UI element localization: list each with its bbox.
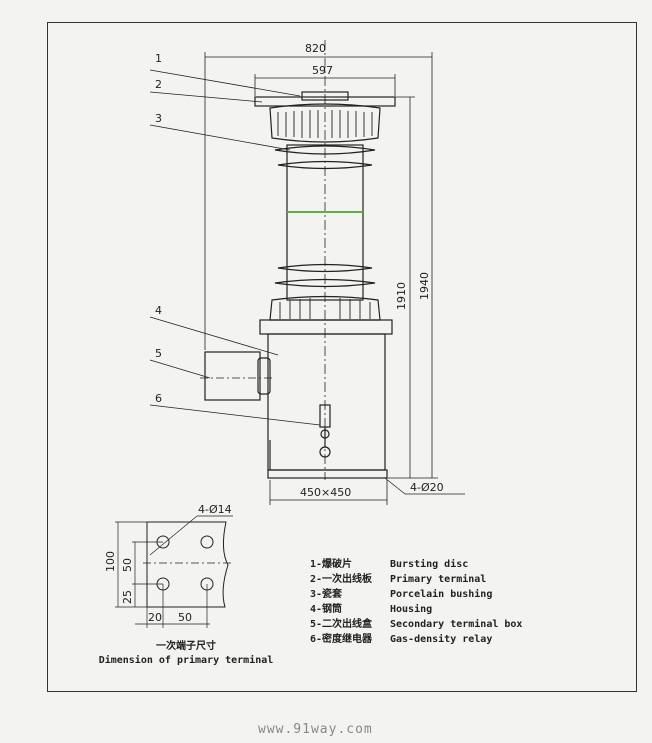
ring-ribs-top <box>277 110 373 138</box>
caption-zh: 一次端子尺寸 <box>156 641 216 652</box>
callout-leaders <box>149 69 321 426</box>
legend-en: Housing <box>390 604 433 615</box>
dim-terminal-100: 100 <box>104 551 117 572</box>
secondary-terminal-box <box>204 351 261 401</box>
legend-en: Secondary terminal box <box>390 619 523 630</box>
legend-zh: 4-钢筒 <box>310 604 343 615</box>
dim-597: 597 <box>312 64 333 77</box>
dim-1910: 1910 <box>395 282 408 310</box>
dim-base: 450×450 <box>300 486 351 499</box>
legend-item: 3-瓷套 Porcelain bushing <box>310 587 522 602</box>
callout-5: 5 <box>155 347 162 360</box>
terminal-caption: 一次端子尺寸 Dimension of primary terminal <box>96 640 276 668</box>
base-plate <box>267 469 388 479</box>
legend-item: 2-一次出线板 Primary terminal <box>310 572 522 587</box>
drawing-frame <box>47 22 637 692</box>
legend-item: 6-密度继电器 Gas-density relay <box>310 632 522 647</box>
ring-ribs-bottom <box>279 298 371 319</box>
box-cover <box>257 357 271 395</box>
legend-item: 5-二次出线盒 Secondary terminal box <box>310 617 522 632</box>
legend-en: Porcelain bushing <box>390 589 493 600</box>
housing <box>267 333 386 471</box>
watermark: www.91way.com <box>258 722 373 737</box>
legend-zh: 2-一次出线板 <box>310 574 373 585</box>
legend-item: 4-钢筒 Housing <box>310 602 522 617</box>
callout-1: 1 <box>155 52 162 65</box>
dim-terminal-50h: 50 <box>178 611 192 624</box>
corona-ring-bottom <box>269 295 381 321</box>
caption-en: Dimension of primary terminal <box>98 655 274 666</box>
flange <box>259 319 393 335</box>
legend-zh: 6-密度继电器 <box>310 634 373 645</box>
porcelain-sheds <box>274 145 376 288</box>
legend-zh: 5-二次出线盒 <box>310 619 373 630</box>
callout-4: 4 <box>155 304 162 317</box>
porcelain-bushing <box>286 144 364 301</box>
corona-ring-top <box>269 103 381 143</box>
dim-terminal-20: 20 <box>148 611 162 624</box>
dim-820: 820 <box>305 42 326 55</box>
legend-en: Primary terminal <box>390 574 487 585</box>
gas-density-relay <box>319 404 331 458</box>
bursting-disc <box>301 91 349 101</box>
legend-zh: 3-瓷套 <box>310 589 343 600</box>
callout-6: 6 <box>155 392 162 405</box>
dim-terminal-holes: 4-Ø14 <box>198 503 232 516</box>
legend-item: 1-爆破片 Bursting disc <box>310 557 522 572</box>
dimension-lines <box>204 52 465 505</box>
callout-2: 2 <box>155 78 162 91</box>
terminal-detail <box>115 515 233 628</box>
legend-en: Bursting disc <box>390 559 469 570</box>
dim-anchor-holes: 4-Ø20 <box>410 481 444 494</box>
dim-terminal-50v: 50 <box>121 558 134 572</box>
legend: 1-爆破片 Bursting disc 2-一次出线板 Primary termin… <box>310 557 522 647</box>
legend-zh: 1-爆破片 <box>310 559 353 570</box>
dim-1940: 1940 <box>418 272 431 300</box>
callout-3: 3 <box>155 112 162 125</box>
dim-terminal-25: 25 <box>121 590 134 604</box>
legend-en: Gas-density relay <box>390 634 493 645</box>
